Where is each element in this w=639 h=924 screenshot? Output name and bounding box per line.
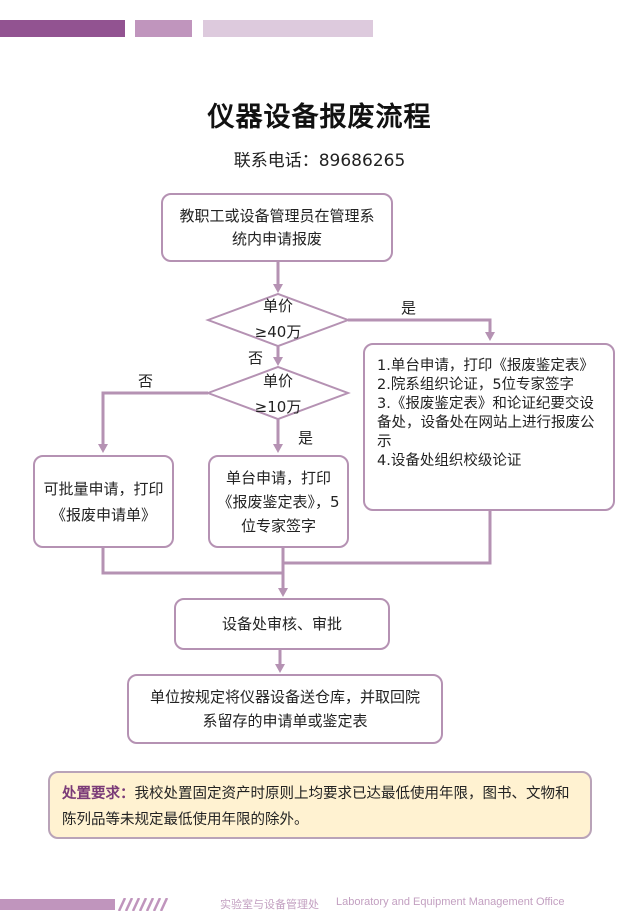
arrowhead <box>275 664 285 673</box>
arrowhead <box>485 332 495 341</box>
note-key: 处置要求： <box>62 786 135 802</box>
high-step-1: 1.单台申请，打印《报废鉴定表》 <box>377 358 594 374</box>
arrowhead <box>273 444 283 453</box>
disposal-requirement-note: 处置要求：我校处置固定资产时原则上均要求已达最低使用年限，图书、文物和陈列品等未… <box>48 771 592 839</box>
decision1-line2: ≥40万 <box>254 323 302 341</box>
connector-high-merge <box>283 510 492 565</box>
header-decor-bar-light <box>203 20 373 37</box>
arrowhead <box>273 284 283 293</box>
header-decor-bar-medium <box>135 20 192 37</box>
contact-phone: 联系电话：89686265 <box>233 151 406 171</box>
decision1-line1: 单价 <box>262 297 293 315</box>
high-step-4: 4.设备处组织校级论证 <box>377 453 522 469</box>
high-step-2: 2.院系组织论证，5位专家签字 <box>377 377 575 393</box>
review-step-box: 设备处审核、审批 <box>174 598 390 650</box>
mid-value-step-text: 单台申请，打印《报废鉴定表》，5位专家签字 <box>217 468 340 535</box>
arrowhead <box>273 357 283 366</box>
decision1-yes-label: 是 <box>401 299 417 317</box>
header-decor-bar-dark <box>0 20 125 37</box>
low-value-step-text: 可批量申请，打印《报废申请单》 <box>43 479 164 524</box>
arrowhead <box>98 444 108 453</box>
decision1-text: 单价 ≥40万 <box>238 293 318 345</box>
page-title: 仪器设备报废流程 <box>207 102 432 133</box>
note-text: 我校处置固定资产时原则上均要求已达最低使用年限，图书、文物和陈列品等未规定最低使… <box>62 786 570 828</box>
decision2-line2: ≥10万 <box>254 398 302 416</box>
low-value-step-box: 可批量申请，打印《报废申请单》 <box>33 455 174 548</box>
final-step-box: 单位按规定将仪器设备送仓库，并取回院系留存的申请单或鉴定表 <box>127 674 443 744</box>
high-step-3: 3.《报废鉴定表》和论证纪要交设备处，设备处在网站上进行报废公示 <box>377 396 595 450</box>
decision2-diamond <box>205 365 351 421</box>
decision2-text: 单价 ≥10万 <box>238 368 318 420</box>
high-value-steps-box: 1.单台申请，打印《报废鉴定表》 2.院系组织论证，5位专家签字 3.《报废鉴定… <box>363 343 615 511</box>
footer-decor-bar <box>0 899 115 910</box>
decision1-no-label: 否 <box>248 349 264 367</box>
footer-office-cn: 实验室与设备管理处 <box>220 898 319 911</box>
arrowhead <box>278 588 288 597</box>
decision2-no-label: 否 <box>138 372 154 390</box>
start-step-text: 教职工或设备管理员在管理系统内申请报废 <box>179 206 375 248</box>
start-step-box: 教职工或设备管理员在管理系统内申请报废 <box>161 193 393 262</box>
final-step-text: 单位按规定将仪器设备送仓库，并取回院系留存的申请单或鉴定表 <box>149 688 420 730</box>
footer-stripes-decor <box>117 898 169 911</box>
connector-d1-yes <box>348 318 492 337</box>
mid-value-step-box: 单台申请，打印《报废鉴定表》，5位专家签字 <box>208 455 349 548</box>
decision2-yes-label: 是 <box>298 429 314 447</box>
footer-office-en: Laboratory and Equipment Management Offi… <box>336 896 565 908</box>
review-step-text: 设备处审核、审批 <box>221 614 342 633</box>
connector-low-merge <box>101 547 283 575</box>
connector-d2-no <box>101 391 208 447</box>
decision2-line1: 单价 <box>262 372 293 390</box>
